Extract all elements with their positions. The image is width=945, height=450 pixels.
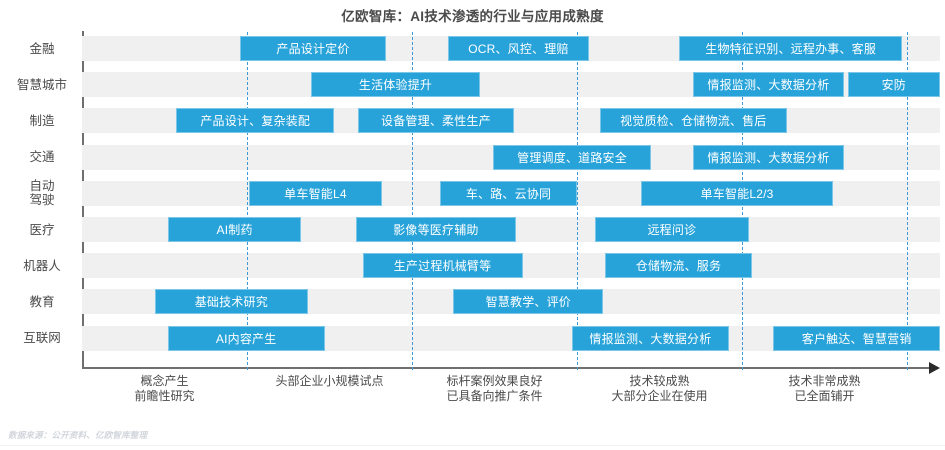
bar-segment[interactable]: 远程问诊 xyxy=(595,217,749,242)
bar-segment[interactable]: 安防 xyxy=(847,72,940,98)
x-axis-stage-label: 技术非常成熟 已全面铺开 xyxy=(788,374,861,403)
bar-segment[interactable]: 生物特征识别、远程办事、客服 xyxy=(679,36,903,61)
x-axis-arrow-icon xyxy=(929,361,940,374)
gridline xyxy=(412,32,413,370)
y-axis-label: 互联网 xyxy=(23,331,61,346)
y-axis-label: 智慧城市 xyxy=(16,77,67,92)
bar-segment[interactable]: OCR、风控、理赔 xyxy=(448,36,589,61)
y-axis-label: 制造 xyxy=(29,113,55,128)
y-axis-label: 医疗 xyxy=(29,222,55,237)
y-axis-label: 机器人 xyxy=(23,258,61,273)
y-axis-label: 交通 xyxy=(29,150,55,165)
bar-segment[interactable]: 生产过程机械臂等 xyxy=(362,253,523,279)
bar-segment[interactable]: 视觉质检、仓储物流、售后 xyxy=(600,108,787,134)
bar-segment[interactable]: 智慧教学、评价 xyxy=(453,289,604,315)
bar-segment[interactable]: 单车智能L2/3 xyxy=(641,180,833,206)
bar-segment[interactable]: 基础技术研究 xyxy=(154,289,309,315)
gridline xyxy=(577,32,578,370)
bar-segment[interactable]: 车、路、云协同 xyxy=(440,180,577,206)
bar-segment[interactable]: 情报监测、大数据分析 xyxy=(692,72,845,98)
bar-segment[interactable]: 仓储物流、服务 xyxy=(605,253,752,279)
bar-segment[interactable]: AI内容产生 xyxy=(167,325,325,351)
bar-segment[interactable]: 产品设计定价 xyxy=(239,36,387,61)
y-axis-label: 自动 驾驶 xyxy=(29,179,55,208)
bar-segment[interactable]: 情报监测、大数据分析 xyxy=(572,325,729,351)
chart-title: 亿欧智库：AI技术渗透的行业与应用成熟度 xyxy=(341,9,604,24)
bar-segment[interactable]: 设备管理、柔性生产 xyxy=(357,108,515,134)
bar-segment[interactable]: 生活体验提升 xyxy=(311,72,480,98)
y-axis-label: 教育 xyxy=(29,294,55,309)
bar-segment[interactable]: 管理调度、道路安全 xyxy=(492,144,652,170)
y-axis-labels: 金融智慧城市制造交通自动 驾驶医疗机器人教育互联网 xyxy=(0,32,78,362)
bar-segment[interactable]: 情报监测、大数据分析 xyxy=(692,144,845,170)
bar-segment[interactable]: 产品设计、复杂装配 xyxy=(176,108,335,134)
source-note: 数据来源：公开资料、亿欧智库整理 xyxy=(8,430,148,440)
bar-segment[interactable]: 影像等医疗辅助 xyxy=(355,217,516,242)
bar-segment[interactable]: 单车智能L4 xyxy=(248,180,383,206)
x-axis-stage-label: 技术较成熟 大部分企业在使用 xyxy=(611,374,708,403)
footer-divider xyxy=(0,445,945,446)
gridline xyxy=(907,32,908,370)
y-axis-label: 金融 xyxy=(29,41,55,56)
x-axis-stage-label: 概念产生 前瞻性研究 xyxy=(134,374,195,403)
x-axis-stage-label: 头部企业小规模试点 xyxy=(275,374,384,388)
gridline xyxy=(247,32,248,370)
bar-segment[interactable]: 客户触达、智慧营销 xyxy=(773,325,940,351)
x-axis-line xyxy=(82,367,934,369)
bar-segment[interactable]: AI制药 xyxy=(167,217,302,242)
x-axis-stage-label: 标杆案例效果良好 已具备向推广条件 xyxy=(446,374,543,403)
